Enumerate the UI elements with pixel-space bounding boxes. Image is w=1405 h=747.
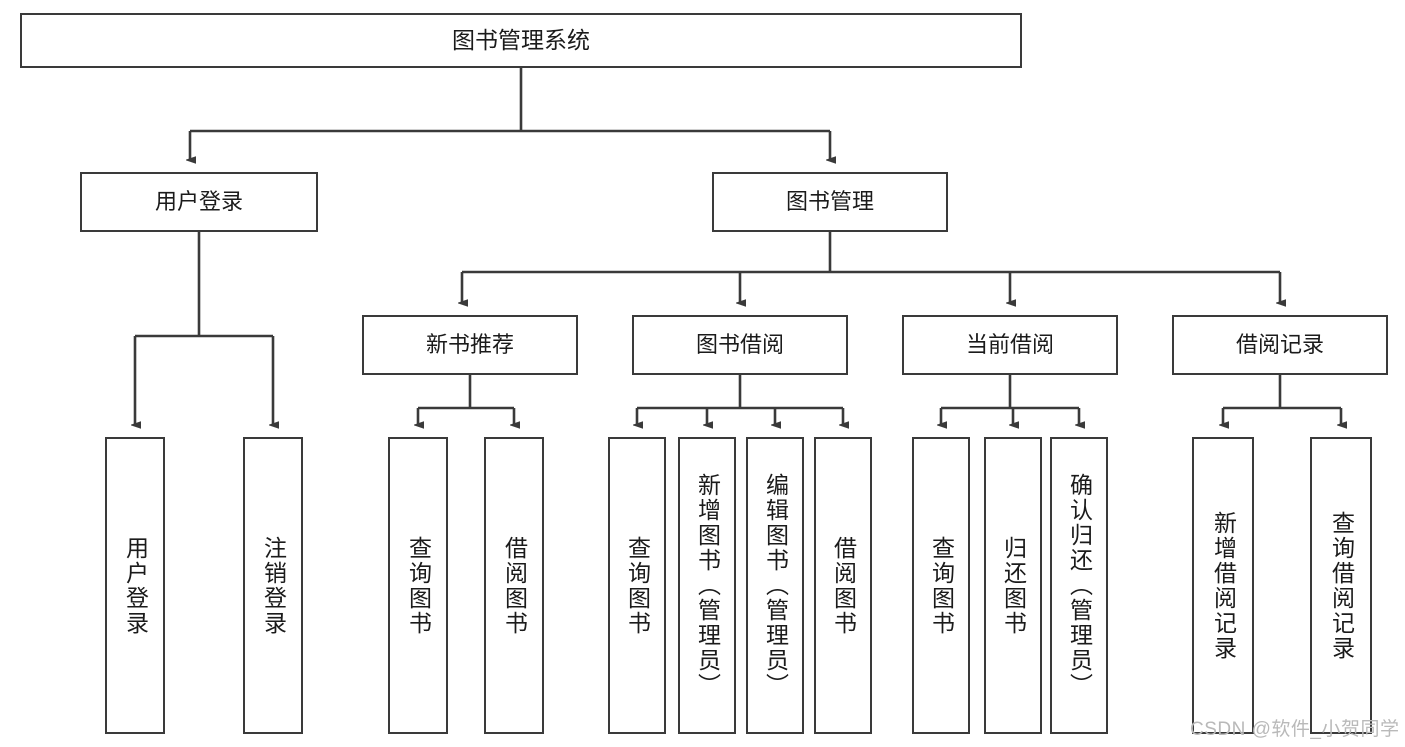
node-label: 查询借阅记录 (1328, 510, 1355, 661)
node-label: 用户登录 (122, 535, 149, 636)
node-user-login[interactable]: 用户登录 (80, 172, 318, 232)
node-label: 图书管理 (785, 189, 874, 215)
node-label: 查询图书 (624, 535, 651, 636)
csdn-watermark: CSDN @软件_小贺同学 (1190, 719, 1400, 740)
node-label: 当前借阅 (965, 332, 1054, 358)
node-label: 用户登录 (154, 189, 243, 215)
leaf-edit-book-admin[interactable]: 编辑图书（管理员） (746, 437, 804, 734)
leaf-add-borrow-record[interactable]: 新增借阅记录 (1192, 437, 1254, 734)
leaf-add-book-admin[interactable]: 新增图书（管理员） (678, 437, 736, 734)
node-book-borrowing[interactable]: 图书借阅 (632, 315, 848, 375)
node-label: 新增借阅记录 (1210, 510, 1237, 661)
leaf-confirm-return-admin[interactable]: 确认归还（管理员） (1050, 437, 1108, 734)
node-label: 新增图书（管理员） (694, 473, 721, 698)
node-new-book-recommendation[interactable]: 新书推荐 (362, 315, 578, 375)
node-label: 归还图书 (1000, 535, 1027, 636)
node-borrowing-records[interactable]: 借阅记录 (1172, 315, 1388, 375)
node-book-management[interactable]: 图书管理 (712, 172, 948, 232)
leaf-borrow-books-borrowing[interactable]: 借阅图书 (814, 437, 872, 734)
node-label: 查询图书 (405, 535, 432, 636)
leaf-query-borrow-record[interactable]: 查询借阅记录 (1310, 437, 1372, 734)
node-label: 借阅记录 (1235, 332, 1324, 358)
node-label: 借阅图书 (830, 535, 857, 636)
leaf-borrow-books-recommendation[interactable]: 借阅图书 (484, 437, 544, 734)
node-label: 编辑图书（管理员） (762, 473, 789, 698)
leaf-query-books-borrowing[interactable]: 查询图书 (608, 437, 666, 734)
node-label: 查询图书 (928, 535, 955, 636)
node-root-book-management-system[interactable]: 图书管理系统 (20, 13, 1022, 68)
leaf-user-login[interactable]: 用户登录 (105, 437, 165, 734)
node-label: 注销登录 (260, 535, 287, 636)
node-label: 确认归还（管理员） (1066, 473, 1093, 698)
leaf-query-books-current[interactable]: 查询图书 (912, 437, 970, 734)
leaf-return-books[interactable]: 归还图书 (984, 437, 1042, 734)
node-label: 图书借阅 (695, 332, 784, 358)
leaf-query-books-recommendation[interactable]: 查询图书 (388, 437, 448, 734)
node-label: 新书推荐 (425, 332, 514, 358)
node-label: 借阅图书 (501, 535, 528, 636)
leaf-logout[interactable]: 注销登录 (243, 437, 303, 734)
node-current-borrowing[interactable]: 当前借阅 (902, 315, 1118, 375)
node-label: 图书管理系统 (452, 26, 590, 53)
